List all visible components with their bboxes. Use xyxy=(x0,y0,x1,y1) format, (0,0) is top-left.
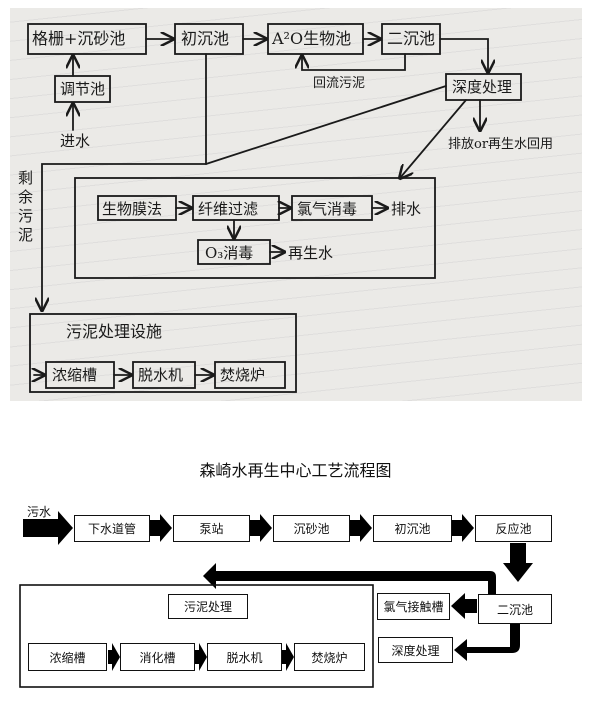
arrow-secondary-chlorine xyxy=(451,593,477,619)
hw-reclaimed: 再生水 xyxy=(288,244,334,262)
hw-biofilm: 生物膜法 xyxy=(102,200,163,218)
node-primary: 初沉池 xyxy=(373,515,452,542)
node-grit: 沉砂池 xyxy=(273,515,350,542)
hw-chlorine: 氯气消毒 xyxy=(297,200,358,218)
hw-regulating: 调节池 xyxy=(60,80,106,98)
hw-secondary: 二沉池 xyxy=(387,29,436,48)
hw-thickener: 浓缩槽 xyxy=(52,366,98,384)
hw-advanced: 深度处理 xyxy=(452,78,513,96)
node-sewer: 下水道管 xyxy=(74,515,150,542)
box-regulating xyxy=(54,75,111,103)
hw-a2o: A²O生物池 xyxy=(272,29,352,48)
arrow-sewage-in xyxy=(23,511,73,545)
arrow-sewer-pump xyxy=(150,514,172,542)
hw-inflow: 进水 xyxy=(60,132,91,150)
hw-screen-grit: 格栅+沉砂池 xyxy=(32,29,126,48)
node-pump: 泵站 xyxy=(173,515,250,542)
label-sewage: 污水 xyxy=(27,505,52,519)
node-sludge: 污泥处理 xyxy=(168,594,248,619)
arrow-digester-dewater xyxy=(195,643,207,671)
arrow-sludge-loop xyxy=(203,563,496,594)
hw-excess-sludge: 剩余污泥 xyxy=(16,170,34,246)
box-advanced xyxy=(445,73,522,101)
node-incinerator: 焚烧炉 xyxy=(294,643,365,671)
printed-title: 森崎水再生中心工艺流程图 xyxy=(199,461,392,480)
arrow-reactor-secondary xyxy=(503,543,533,582)
sludge-frame xyxy=(19,584,374,688)
box-incinerator xyxy=(214,361,286,389)
box-sludge-group xyxy=(29,313,297,393)
node-thickener: 浓缩槽 xyxy=(28,643,107,671)
node-advanced: 深度处理 xyxy=(378,637,453,663)
arrow-thickener-digester xyxy=(108,643,120,671)
hw-discharge-reuse: 排放or再生水回用 xyxy=(448,137,554,152)
node-reactor: 反应池 xyxy=(475,515,552,542)
hw-primary: 初沉池 xyxy=(181,29,230,48)
node-secondary: 二沉池 xyxy=(478,594,552,624)
node-dewater: 脱水机 xyxy=(207,643,282,671)
handdrawn-lines xyxy=(27,23,522,393)
hw-fiber: 纤维过滤 xyxy=(198,200,259,218)
arrow-primary-reactor xyxy=(452,514,474,542)
arrow-pump-grit xyxy=(250,514,272,542)
arrow-grit-primary xyxy=(350,514,372,542)
node-chlorine: 氯气接触槽 xyxy=(377,593,450,620)
hw-discharge: 排水 xyxy=(391,200,422,218)
node-digester: 消化槽 xyxy=(120,643,195,671)
hw-dewater: 脱水机 xyxy=(138,366,184,384)
handdrawn-sketch-photo: 格栅+沉砂池 初沉池 A²O生物池 二沉池 调节池 回流污泥 深度处理 进水 排… xyxy=(10,8,582,401)
hw-sludge-title: 污泥处理设施 xyxy=(66,322,163,341)
arrow-dewater-incinerator xyxy=(282,643,294,671)
box-biofilm-group xyxy=(74,177,436,279)
arrow-advanced xyxy=(454,624,520,661)
hw-return-sludge: 回流污泥 xyxy=(313,76,366,91)
hw-ozone: O₃消毒 xyxy=(205,244,254,262)
hw-incinerator: 焚烧炉 xyxy=(220,366,266,384)
